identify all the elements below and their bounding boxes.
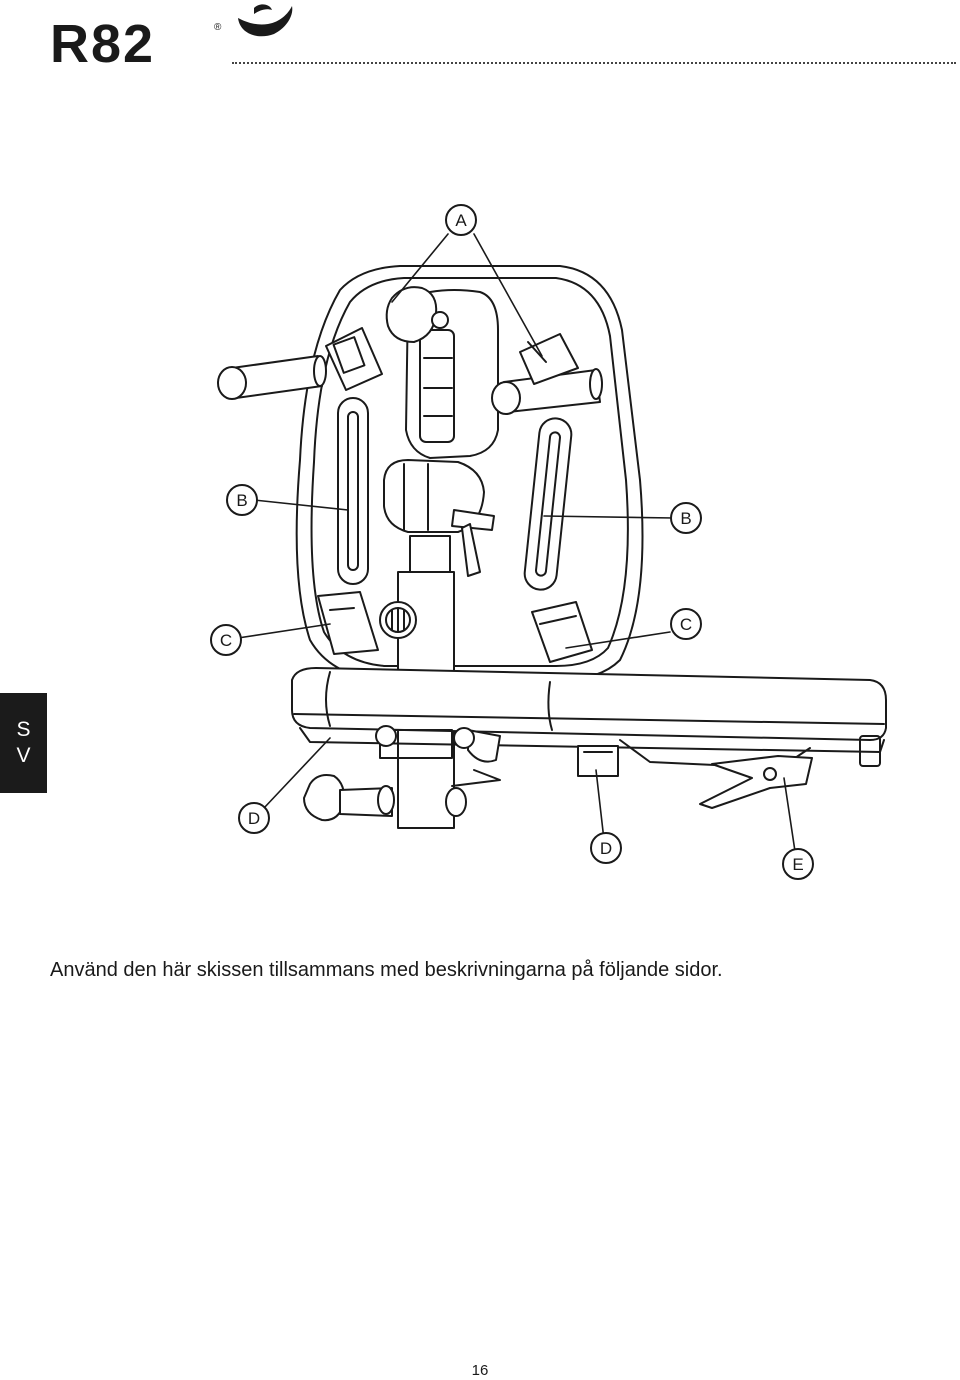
callout-d-left: D [238, 802, 270, 834]
header-dotted-rule [232, 62, 956, 64]
seat-base [291, 667, 887, 777]
callout-b-left: B [226, 484, 258, 516]
adjustment-slots [337, 397, 573, 591]
callout-a-label: A [455, 211, 467, 230]
registered-mark: ® [214, 22, 222, 33]
language-tab-line2: V [16, 744, 31, 767]
left-handle [217, 327, 383, 400]
callout-e: E [782, 848, 814, 880]
callout-a: A [445, 204, 477, 236]
callout-c-left-label: C [220, 631, 232, 650]
right-handle [491, 333, 603, 415]
center-bracket [405, 289, 499, 459]
callout-d-left-label: D [248, 809, 260, 828]
callout-b-left-label: B [236, 491, 247, 510]
callout-e-label: E [792, 855, 803, 874]
language-tab: S V [0, 693, 47, 793]
seat-diagram: A B B C C D D E [0, 180, 960, 900]
callout-c-right-label: C [680, 615, 692, 634]
logo-wordmark: R82 [50, 14, 155, 72]
language-tab-line1: S [16, 718, 31, 741]
page-number: 16 [471, 1362, 489, 1379]
leader-lines [237, 233, 797, 859]
bottom-knobs [303, 725, 475, 822]
callout-b-right: B [670, 502, 702, 534]
callout-d-right: D [590, 832, 622, 864]
page-header: R82 ® [0, 0, 960, 80]
swoosh-icon [238, 4, 293, 37]
top-knob [385, 286, 449, 343]
callout-d-right-label: D [600, 839, 612, 858]
r82-logo: R82 ® [48, 0, 308, 74]
callout-b-right-label: B [680, 509, 691, 528]
release-lever [451, 755, 813, 809]
figure-caption: Använd den här skissen tillsammans med b… [50, 959, 723, 981]
callout-c-right: C [670, 608, 702, 640]
mounting-post [379, 459, 495, 829]
callout-c-left: C [210, 624, 242, 656]
